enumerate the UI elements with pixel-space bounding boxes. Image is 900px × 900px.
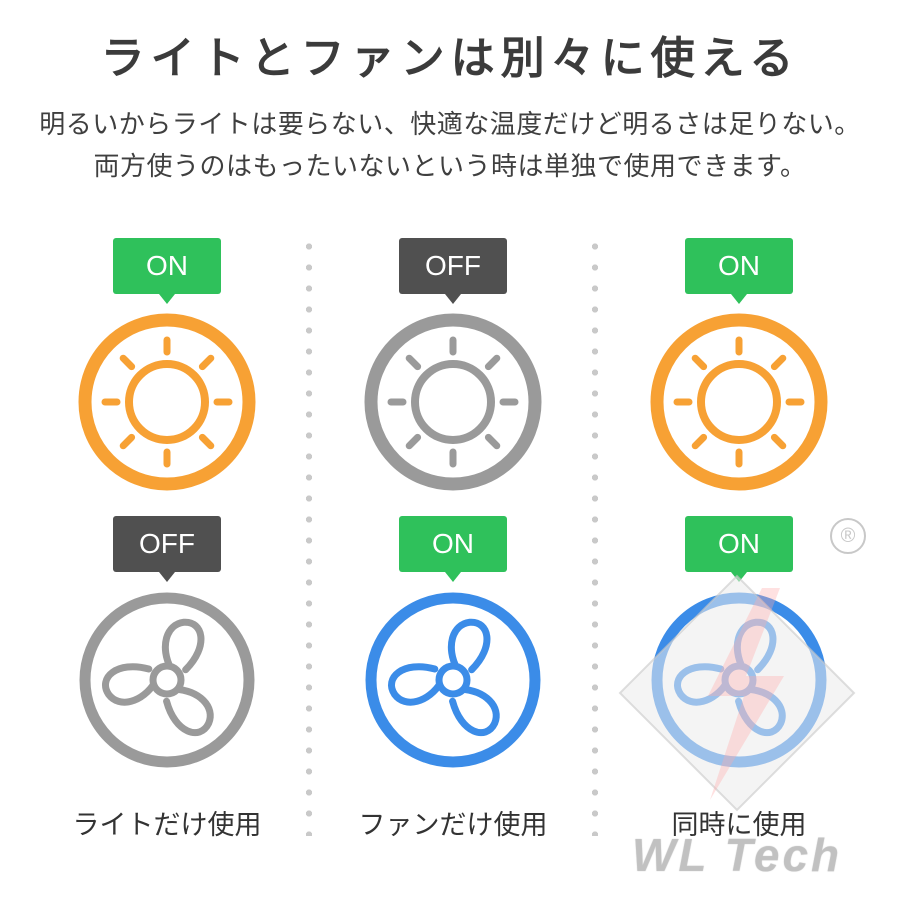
fan-icon [365,592,541,768]
mode-light-only: ON OFF ライトだけ使用 [24,0,310,900]
fan-icon [651,592,827,768]
dotted-divider [306,236,312,836]
mode-fan-only: OFF ON ファンだけ使用 [310,0,596,900]
registered-mark: ® [830,518,866,554]
mode-label: 同時に使用 [671,810,807,841]
fan-status-badge: OFF [113,516,221,582]
sun-icon [364,313,542,491]
light-status-badge: ON [685,238,793,304]
watermark-text: WL Tech [632,829,843,881]
mode-label: ファンだけ使用 [358,810,548,841]
mode-both: ON ON 同時に使用 [596,0,882,900]
light-status-badge: OFF [399,238,507,304]
sun-icon [650,313,828,491]
fan-icon [79,592,255,768]
fan-status-badge: ON [399,516,507,582]
dotted-divider [592,236,598,836]
subtitle-line-2: 両方使うのはもったいないという時は単独で使用できます。 [93,152,807,182]
subtitle-line-1: 明るいからライトは要らない、快適な温度だけど明るさは足りない。 [39,110,861,140]
mode-label: ライトだけ使用 [72,810,262,841]
page-title: ライトとファンは別々に使える [100,33,800,84]
fan-status-badge: ON [685,516,793,582]
sun-icon [78,313,256,491]
light-status-badge: ON [113,238,221,304]
